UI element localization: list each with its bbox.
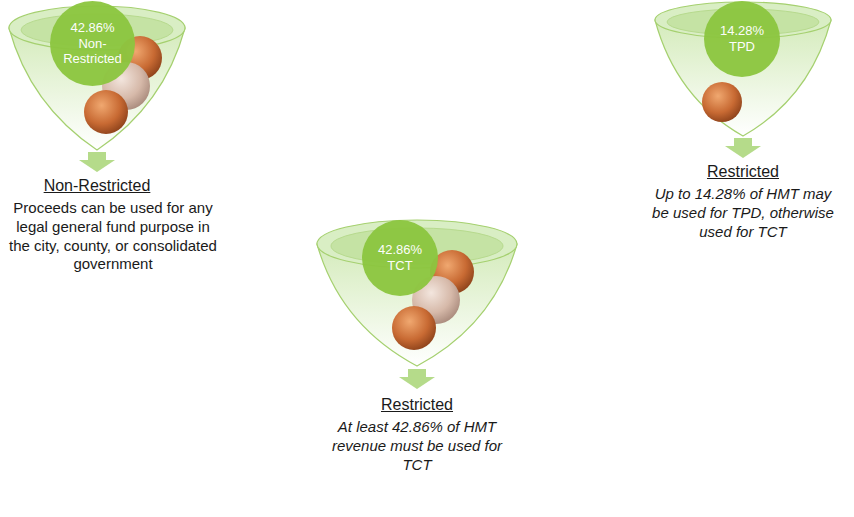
rule-note: At least 42.86% of HMT revenue must be u… bbox=[317, 418, 517, 474]
category-heading: Restricted bbox=[663, 162, 823, 182]
category-heading: Restricted bbox=[337, 395, 497, 415]
percent-text: 42.86% TCT bbox=[370, 242, 430, 273]
funnel bbox=[317, 220, 517, 389]
percent-circle: 14.28% TPD bbox=[704, 1, 780, 77]
rule-note: Proceeds can be used for any legal gener… bbox=[4, 199, 222, 274]
percent-text: 42.86% Non-Restricted bbox=[63, 20, 123, 67]
category-heading: Non-Restricted bbox=[17, 176, 177, 196]
percent-circle: 42.86% Non-Restricted bbox=[50, 1, 135, 86]
rule-note: Up to 14.28% of HMT may be used for TPD,… bbox=[651, 185, 835, 241]
funnel bbox=[655, 2, 831, 158]
percent-circle: 42.86% TCT bbox=[362, 220, 438, 296]
funnel bbox=[9, 6, 185, 172]
percent-text: 14.28% TPD bbox=[712, 23, 772, 54]
